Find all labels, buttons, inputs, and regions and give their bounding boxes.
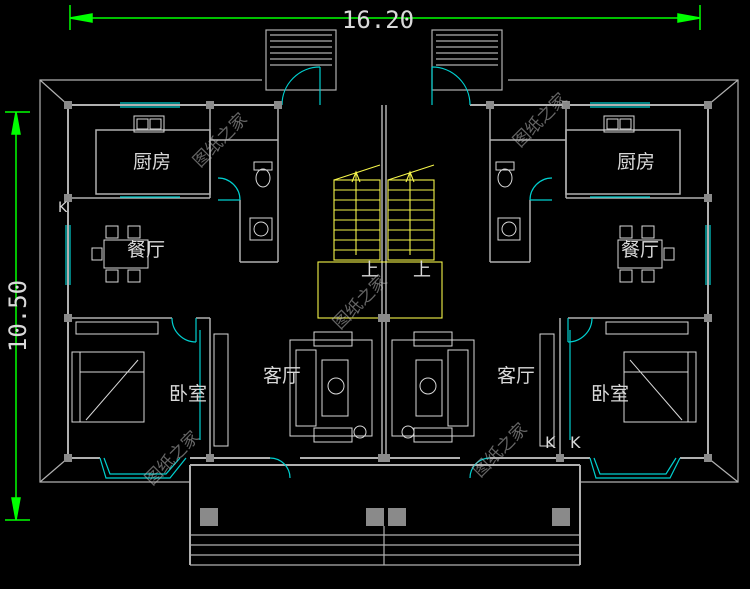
watermark: 图纸之家 — [509, 89, 571, 151]
exterior-walls — [67, 104, 709, 565]
room-label-kitchen-right: 厨房 — [617, 151, 655, 173]
entry-stairs-top — [265, 29, 503, 91]
room-label-dining-left: 餐厅 — [127, 239, 165, 261]
dimension-width: 16.20 — [342, 6, 414, 34]
columns — [64, 101, 712, 526]
windows — [65, 102, 711, 479]
room-label-bedroom-right: 卧室 — [591, 383, 629, 405]
room-label-bedroom-left: 卧室 — [169, 383, 207, 405]
interior-walls — [68, 105, 708, 458]
stair-label-left: 上 — [361, 260, 379, 281]
stair-label-right: 上 — [413, 260, 431, 281]
dimension-lines — [5, 5, 701, 521]
watermark: 图纸之家 — [469, 419, 531, 481]
entry-doors-top — [281, 66, 471, 106]
room-label-kitchen-left: 厨房 — [133, 151, 171, 173]
interior-stairs — [317, 164, 443, 319]
room-label-living-left: 客厅 — [263, 365, 301, 387]
roof-outline — [39, 79, 739, 483]
furniture — [71, 115, 697, 447]
marker-k-right-1: K — [545, 433, 556, 452]
marker-k-right-2: K — [570, 433, 581, 452]
dimension-height: 10.50 — [4, 280, 32, 352]
interior-doors — [120, 177, 650, 479]
front-steps — [190, 526, 580, 566]
room-label-dining-right: 餐厅 — [621, 239, 659, 261]
room-label-living-right: 客厅 — [497, 365, 535, 387]
marker-k-left: K — [58, 200, 68, 216]
